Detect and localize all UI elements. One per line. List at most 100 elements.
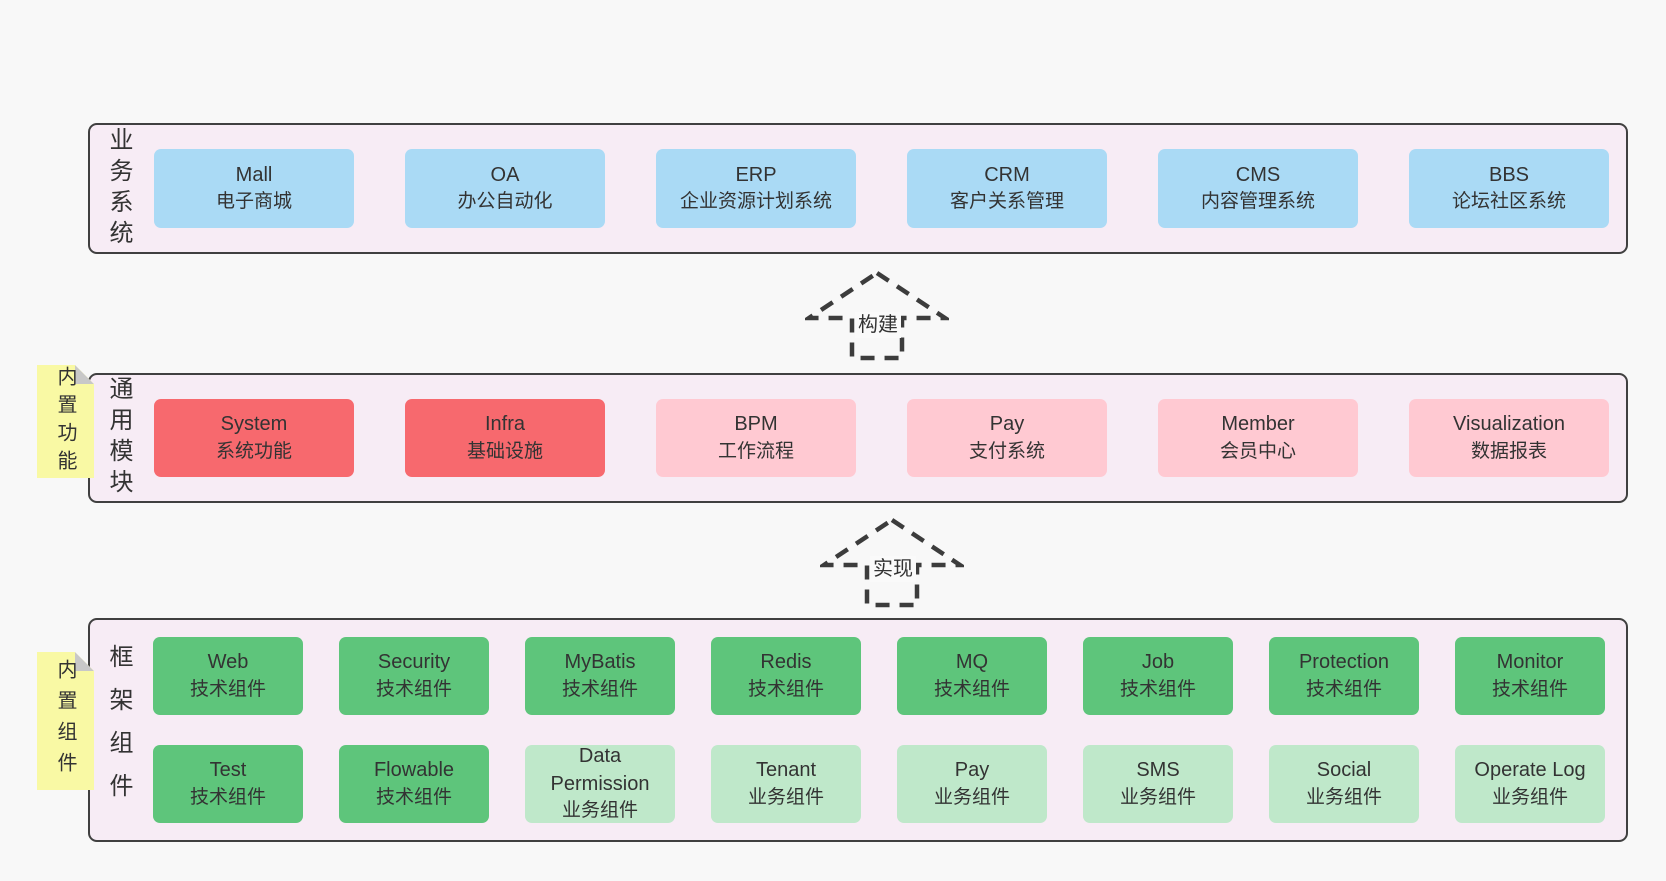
box-title: MQ [955,651,989,674]
box-subtitle: 技术组件 [189,678,266,700]
box-row: System 系统功能 Infra 基础设施 BPM 工作流程 Pay 支付系统 Member 会… [154,399,1609,477]
dashed-up-arrow-implement [820,517,964,608]
box-title: Operate Log [1474,759,1586,782]
box-subtitle: 技术组件 [561,678,638,700]
box-subtitle: 业务组件 [1491,786,1568,808]
box-bpm: BPM 工作流程 [656,399,856,477]
box-title: Test [209,759,247,782]
box-erp: ERP 企业资源计划系统 [656,149,856,228]
box-subtitle: 业务组件 [1119,786,1196,808]
box-bbs: BBS 论坛社区系统 [1409,149,1609,228]
box-subtitle: 工作流程 [717,440,794,462]
box-subtitle: 技术组件 [375,678,452,700]
box-subtitle: 会员中心 [1219,440,1296,462]
box-member: Member 会员中心 [1158,399,1358,477]
box-oa: OA 办公自动化 [405,149,605,228]
box-subtitle: 内容管理系统 [1200,191,1315,213]
box-operate-log: Operate Log 业务组件 [1455,745,1605,823]
box-visualization: Visualization 数据报表 [1409,399,1609,477]
arrow-label-implement: 实现 [870,556,916,582]
box-title: CMS [1235,163,1281,186]
box-title: Pay [989,413,1025,436]
box-monitor: Monitor 技术组件 [1455,637,1605,715]
box-title: Social [1316,759,1372,782]
arrow-label-build: 构建 [855,312,901,338]
box-cms: CMS 内容管理系统 [1158,149,1358,228]
box-mybatis: MyBatis 技术组件 [525,637,675,715]
box-subtitle: 技术组件 [189,786,266,808]
section-label: 框架组件 [105,644,132,816]
sticky-note-builtin-components: 内置组件 [37,652,94,790]
box-mq: MQ 技术组件 [897,637,1047,715]
box-title: Member [1221,413,1295,436]
box-grid: System 系统功能 Infra 基础设施 BPM 工作流程 Pay 支付系统 Member 会… [154,375,1609,501]
box-subtitle: 技术组件 [1491,678,1568,700]
box-data-permission: Data Permission 业务组件 [525,745,675,823]
box-subtitle: 数据报表 [1470,440,1547,462]
box-subtitle: 技术组件 [747,678,824,700]
box-title: ERP [735,163,777,186]
box-title: MyBatis [564,651,636,674]
box-pay: Pay 业务组件 [897,745,1047,823]
section-label: 业务系统 [105,126,132,251]
box-title: Redis [760,651,812,674]
box-title: Visualization [1453,413,1565,436]
box-title: BBS [1488,163,1530,186]
box-subtitle: 业务组件 [747,786,824,808]
box-subtitle: 电子商城 [215,191,292,213]
box-sms: SMS 业务组件 [1083,745,1233,823]
box-subtitle: 企业资源计划系统 [679,191,832,213]
box-title: Infra [484,413,526,436]
sticky-note-text: 内置组件 [54,659,76,783]
box-subtitle: 论坛社区系统 [1451,191,1566,213]
box-web: Web 技术组件 [153,637,303,715]
box-mall: Mall 电子商城 [154,149,354,228]
box-subtitle: 业务组件 [933,786,1010,808]
box-subtitle: 支付系统 [968,440,1045,462]
sticky-note-builtin-functions: 内置功能 [37,365,94,478]
box-subtitle: 客户关系管理 [949,191,1064,213]
box-infra: Infra 基础设施 [405,399,605,477]
box-subtitle: 基础设施 [466,440,543,462]
box-title: SMS [1136,759,1180,782]
box-subtitle: 系统功能 [215,440,292,462]
box-title: Job [1141,651,1175,674]
box-system: System 系统功能 [154,399,354,477]
box-subtitle: 办公自动化 [457,191,553,213]
box-subtitle: 业务组件 [1305,786,1382,808]
box-social: Social 业务组件 [1269,745,1419,823]
dashed-up-arrow-build [805,270,949,361]
box-security: Security 技术组件 [339,637,489,715]
box-title: Mall [235,163,273,186]
box-redis: Redis 技术组件 [711,637,861,715]
box-subtitle: 技术组件 [1305,678,1382,700]
section-label: 通用模块 [105,376,132,500]
box-title: Security [377,651,451,674]
box-title: Web [207,651,249,674]
box-subtitle: 技术组件 [933,678,1010,700]
box-title: System [220,413,288,436]
box-title: Protection [1298,651,1390,674]
section-common-modules: 通用模块 System 系统功能 Infra 基础设施 BPM 工作流程 Pay 支付系统 Me… [88,373,1628,503]
section-business-systems: 业务系统 Mall 电子商城 OA 办公自动化 ERP 企业资源计划系统 CRM 客户关系管理… [88,123,1628,254]
box-pay: Pay 支付系统 [907,399,1107,477]
box-grid: Mall 电子商城 OA 办公自动化 ERP 企业资源计划系统 CRM 客户关系管理 CMS 内容… [154,125,1609,252]
box-title: CRM [984,163,1030,186]
box-subtitle: 业务组件 [561,800,638,822]
box-crm: CRM 客户关系管理 [907,149,1107,228]
box-title: Monitor [1496,651,1564,674]
box-title: Data Permission [550,745,650,795]
box-subtitle: 技术组件 [375,786,452,808]
box-title: Tenant [755,759,817,782]
box-title: BPM [734,413,778,436]
box-test: Test 技术组件 [153,745,303,823]
box-subtitle: 技术组件 [1119,678,1196,700]
box-title: Pay [954,759,990,782]
box-protection: Protection 技术组件 [1269,637,1419,715]
box-title: OA [490,163,520,186]
box-tenant: Tenant 业务组件 [711,745,861,823]
